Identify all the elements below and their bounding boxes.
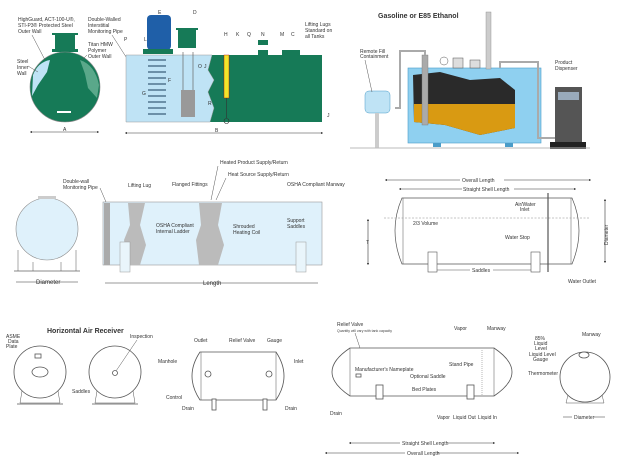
air-water-inlet-label: Air/Water Inlet <box>515 202 537 213</box>
steel-tank-diagram: A HighGuard, ACT-100-U®, STI-P3® Protect… <box>17 10 334 135</box>
gasoline-tank-diagram: Gasoline or E85 Ethanol Remote Fill Cont… <box>350 11 590 149</box>
liquid-out-label: Liquid Out <box>453 415 476 421</box>
letter-h: H <box>224 32 228 38</box>
nozzle-e <box>147 15 171 50</box>
dim-b-label: B <box>215 128 219 134</box>
gauge-label: Gauge <box>267 338 282 344</box>
yellow-probe <box>223 54 230 99</box>
overall-length-label: Overall Length <box>462 178 495 184</box>
drain-label: Drain <box>330 411 342 417</box>
bed-plates-label: Bed Plates <box>412 387 437 393</box>
saddles-label: Support Saddles <box>287 218 306 230</box>
air-receiver-diagram: Horizontal Air Receiver ASME Data Plate … <box>6 328 304 412</box>
optional-saddle-label: Optional Saddle <box>410 374 446 380</box>
letter-o: O <box>198 64 202 70</box>
heat-source-label: Heat Source Supply/Return <box>228 172 289 178</box>
volume-label: 2/3 Volume <box>413 221 438 227</box>
stand-pipe-label: Stand Pipe <box>449 362 474 368</box>
letter-e: E <box>158 10 162 16</box>
manway-end-label: Manway <box>582 332 601 338</box>
dim-a-label: A <box>63 127 67 133</box>
water-stop-label: Water Stop <box>505 235 530 241</box>
relief-valve-label: Relief Valve <box>229 338 256 344</box>
flanged-fittings-label: Flanged Fittings <box>172 182 208 188</box>
letter-r: R <box>208 101 212 107</box>
water-outlet-label: Water Outlet <box>568 279 596 285</box>
polymer-wall-label: Titan HMW Polymer Outer Wall <box>88 42 114 60</box>
propane-tank-diagram: Relief Valve Quantity will vary with tan… <box>324 322 611 457</box>
liquid-in-label: Liquid In <box>478 415 497 421</box>
heated-tank-diagram: Diameter Length Double-wall Monitoring P… <box>14 160 345 287</box>
letter-j-outlet: J <box>327 113 330 119</box>
letter-g: G <box>142 91 146 97</box>
letter-l: L <box>144 37 147 43</box>
dispenser-label: Product Dispenser <box>555 60 578 72</box>
diameter-label-2: Diameter <box>604 224 610 245</box>
length-label: Length <box>203 281 221 287</box>
drain-left-label: Drain <box>182 406 194 412</box>
heated-product-label: Heated Product Supply/Return <box>220 160 288 166</box>
remote-fill-label: Remote Fill Containment <box>360 49 389 60</box>
letter-n: N <box>261 32 265 38</box>
letter-q: Q <box>247 32 251 38</box>
relief-valve-label-2: Relief Valve <box>337 322 364 328</box>
relief-note: Quantity will vary with tank capacity <box>337 329 392 333</box>
inlet-label: Inlet <box>294 359 304 365</box>
saddles-label-3: Saddles <box>72 389 91 395</box>
ladder-label: OSHA Compliant Internal Ladder <box>156 223 195 235</box>
monitoring-pipe-label-2: Double-wall Monitoring Pipe <box>63 179 98 191</box>
letter-c: C <box>291 32 295 38</box>
straight-shell-label: Straight Shell Length <box>463 187 510 193</box>
vapor-top-label: Vapor <box>454 326 467 332</box>
lifting-lugs-label: Lifting Lugs Standard on all Tanks <box>305 22 334 40</box>
t-label: T <box>366 240 369 246</box>
nozzle-d <box>178 28 196 48</box>
manway-label-2: Manway <box>487 326 506 332</box>
callout-letters: E D P L H K Q N M C O F J G R J <box>124 10 330 119</box>
water-tank-diagram: Overall Length Straight Shell Length T D… <box>366 176 610 285</box>
straight-shell-label-2: Straight Shell Length <box>402 441 449 447</box>
level-gauge-label: Liquid Level Gauge <box>529 352 557 363</box>
letter-k: K <box>236 32 240 38</box>
thermometer-label: Thermometer <box>528 371 558 377</box>
liquid-level-label: 85% Liquid Level <box>534 336 549 352</box>
letter-m: M <box>280 32 284 38</box>
control-label: Control <box>166 395 182 401</box>
remote-fill-box <box>364 90 391 114</box>
asme-label: ASME Data Plate <box>6 334 22 350</box>
tank-side-view: B <box>124 15 324 135</box>
ladder <box>148 59 166 115</box>
lifting-lug-label: Lifting Lug <box>128 183 151 189</box>
drain-right-label: Drain <box>285 406 297 412</box>
saddles-label-2: Saddles <box>472 268 491 274</box>
letter-j: J <box>204 64 207 70</box>
manway-label: OSHA Compliant Manway <box>287 182 345 188</box>
heating-coil <box>181 52 195 117</box>
inner-wall-label: Steel Inner Wall <box>17 59 30 77</box>
outer-wall-label: HighGuard, ACT-100-U®, STI-P3® Protected… <box>18 16 76 35</box>
outlet-label: Outlet <box>194 338 208 344</box>
nameplate-label: Manufacturer's Nameplate <box>355 367 414 373</box>
air-receiver-title: Horizontal Air Receiver <box>47 328 124 335</box>
letter-d: D <box>193 10 197 16</box>
overall-length-label-2: Overall Length <box>407 451 440 457</box>
gasoline-title: Gasoline or E85 Ethanol <box>378 13 459 20</box>
tank-end-view: A <box>29 33 101 134</box>
letter-p: P <box>124 37 128 43</box>
diameter-label-3: Diameter <box>574 415 595 421</box>
coil-label: Shrouded Heating Coil <box>233 224 260 236</box>
diameter-label: Diameter <box>36 280 60 286</box>
inspection-label: Inspection <box>130 334 153 340</box>
monitoring-pipe-label: Double-Walled Interstitial Monitoring Pi… <box>88 17 123 35</box>
letter-f: F <box>168 78 171 84</box>
manhole-label: Manhole <box>158 359 177 365</box>
vapor-label: Vapor <box>437 415 450 421</box>
